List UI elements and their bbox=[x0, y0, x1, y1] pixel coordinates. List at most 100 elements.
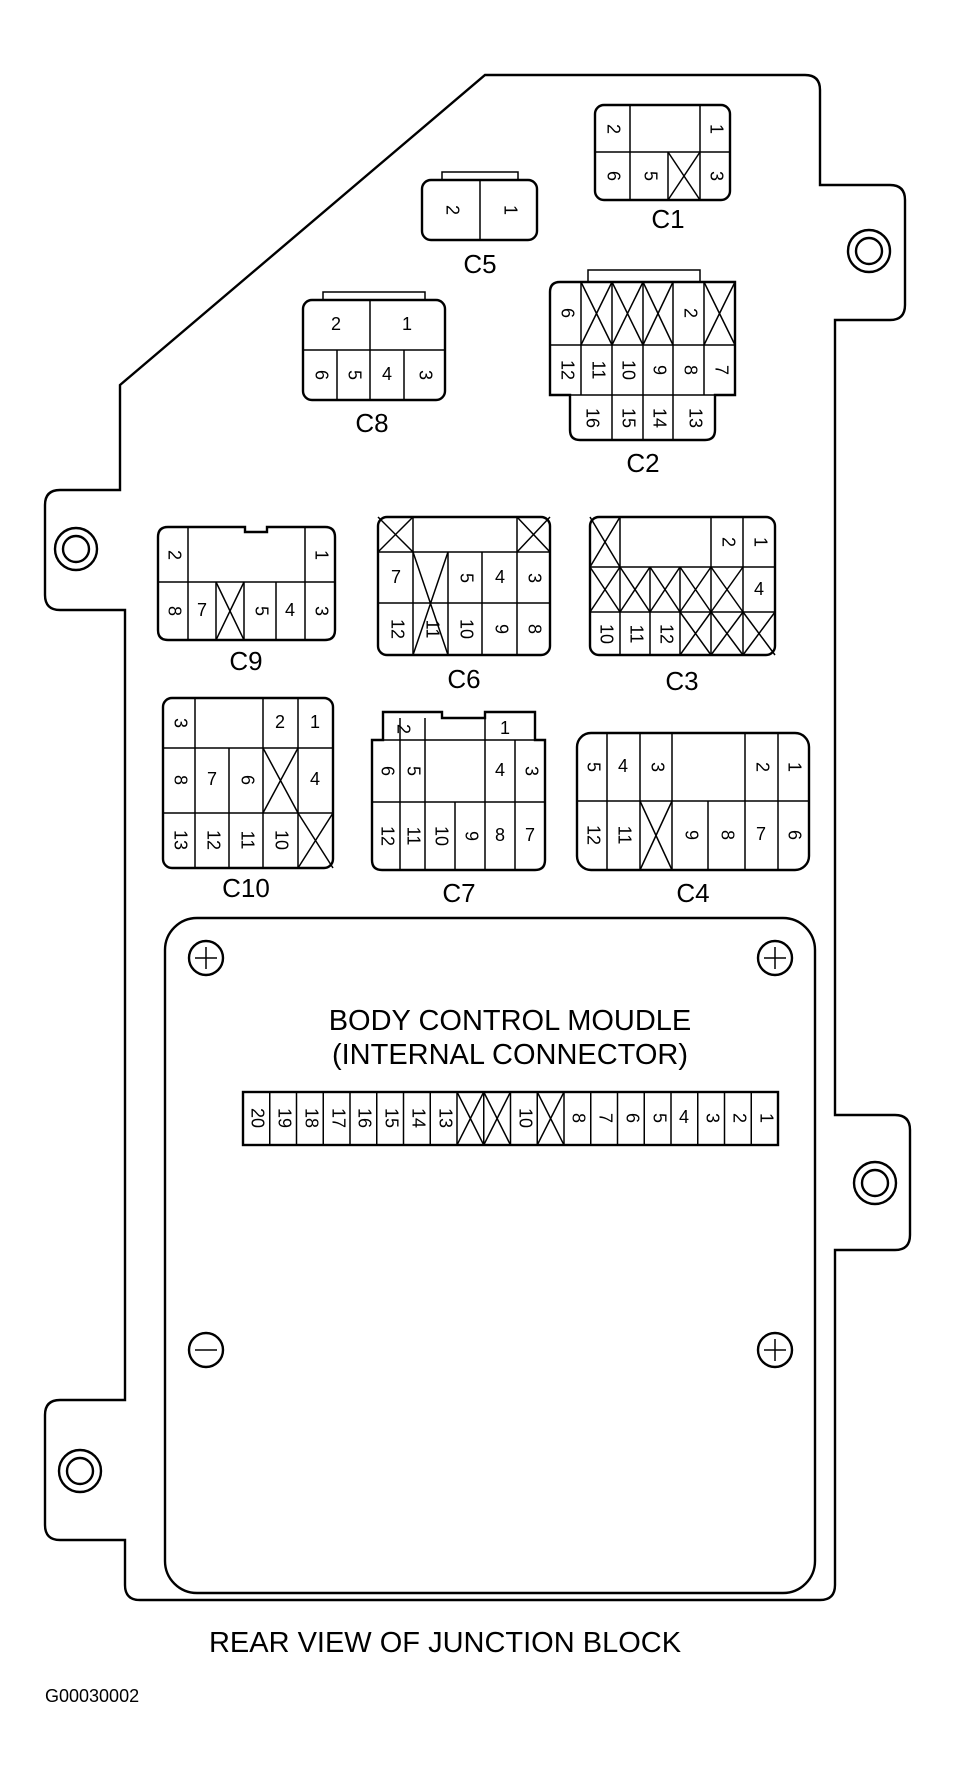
bcm-pin-13: 13 bbox=[435, 1108, 455, 1128]
c8-pin-1: 1 bbox=[402, 314, 412, 334]
c1-pin-3: 3 bbox=[706, 171, 726, 181]
c1-label: C1 bbox=[651, 204, 684, 234]
c7-pin-10: 10 bbox=[431, 826, 451, 846]
c10-pin-10: 10 bbox=[271, 830, 291, 850]
connector-c4: 5 4 3 2 1 12 11 9 8 7 6 C4 bbox=[575, 731, 811, 908]
connector-c7: 2 1 6 5 4 3 12 11 10 9 8 7 C7 bbox=[370, 710, 547, 908]
c4-pin-6: 6 bbox=[784, 830, 804, 840]
connector-c9: 2 1 8 7 5 4 3 C9 bbox=[156, 525, 337, 676]
c10-pin-6: 6 bbox=[237, 775, 257, 785]
c9-pin-1: 1 bbox=[311, 550, 331, 560]
c8-pin-2: 2 bbox=[331, 314, 341, 334]
c3-pin-12: 12 bbox=[656, 624, 676, 644]
bcm-internal-connector: 20 19 18 17 16 15 14 13 10 8 7 6 5 4 3 2… bbox=[241, 1090, 780, 1147]
c10-pin-3: 3 bbox=[170, 718, 190, 728]
bcm-pin-16: 16 bbox=[354, 1108, 374, 1128]
c10-label: C10 bbox=[222, 873, 270, 903]
c6-pin-5: 5 bbox=[456, 573, 476, 583]
c4-pin-9: 9 bbox=[681, 830, 701, 840]
c7-pin-1: 1 bbox=[500, 718, 510, 738]
c1-pin-2: 2 bbox=[603, 124, 623, 134]
screw-icon-bottom-right bbox=[756, 1331, 794, 1369]
c4-pin-5: 5 bbox=[583, 762, 603, 772]
c10-pin-7: 7 bbox=[207, 769, 217, 789]
c9-label: C9 bbox=[229, 646, 262, 676]
bcm-pin-4: 4 bbox=[679, 1107, 689, 1127]
c8-pin-3: 3 bbox=[415, 370, 435, 380]
c4-pin-2: 2 bbox=[752, 762, 772, 772]
c2-pin-14: 14 bbox=[649, 408, 669, 428]
c2-pin-12: 12 bbox=[557, 360, 577, 380]
c4-pin-1: 1 bbox=[784, 762, 804, 772]
c9-pin-3: 3 bbox=[311, 606, 331, 616]
c2-pin-15: 15 bbox=[618, 408, 638, 428]
mounting-hole-top-right bbox=[846, 228, 892, 274]
c4-pin-12: 12 bbox=[583, 825, 603, 845]
screw-icon-top-left bbox=[187, 939, 225, 977]
bcm-pin-20: 20 bbox=[247, 1108, 267, 1128]
c10-pin-1: 1 bbox=[310, 712, 320, 732]
c1-pin-1: 1 bbox=[706, 124, 726, 134]
c7-pin-11: 11 bbox=[403, 827, 423, 846]
mounting-hole-left-lower bbox=[57, 1448, 103, 1494]
c10-pin-12: 12 bbox=[203, 830, 223, 850]
c8-pin-6: 6 bbox=[311, 370, 331, 380]
c6-pin-9: 9 bbox=[491, 624, 511, 634]
c7-pin-2: 2 bbox=[393, 724, 413, 734]
c6-pin-11: 11 bbox=[422, 620, 442, 639]
bcm-pin-7: 7 bbox=[595, 1113, 615, 1123]
connector-c3: 2 1 4 10 11 12 C3 bbox=[588, 515, 777, 696]
c10-pin-4: 4 bbox=[310, 769, 320, 789]
c3-pin-2: 2 bbox=[718, 537, 738, 547]
c3-pin-1: 1 bbox=[750, 537, 770, 547]
c2-label: C2 bbox=[626, 448, 659, 478]
mounting-hole-right-lower bbox=[852, 1160, 898, 1206]
c6-pin-10: 10 bbox=[456, 619, 476, 639]
c2-pin-13: 13 bbox=[685, 408, 705, 428]
bcm-panel: BODY CONTROL MOUDLE (INTERNAL CONNECTOR) bbox=[163, 916, 817, 1595]
bcm-pin-17: 17 bbox=[328, 1108, 348, 1128]
screw-icon-top-right bbox=[756, 939, 794, 977]
bcm-subtitle: (INTERNAL CONNECTOR) bbox=[332, 1039, 688, 1071]
c1-pin-6: 6 bbox=[603, 171, 623, 181]
c4-pin-4: 4 bbox=[618, 756, 628, 776]
bcm-pin-10: 10 bbox=[515, 1108, 535, 1128]
c7-pin-7: 7 bbox=[525, 825, 535, 845]
bcm-pin-1: 1 bbox=[756, 1113, 776, 1123]
c10-pin-11: 11 bbox=[237, 831, 257, 850]
c1-pin-5: 5 bbox=[640, 171, 660, 181]
bcm-pin-5: 5 bbox=[649, 1113, 669, 1123]
c4-pin-8: 8 bbox=[717, 830, 737, 840]
c2-pin-8: 8 bbox=[680, 365, 700, 375]
connector-c8: 2 1 6 5 4 3 C8 bbox=[301, 291, 447, 438]
c10-pin-13: 13 bbox=[170, 830, 190, 850]
c6-pin-4: 4 bbox=[495, 567, 505, 587]
c10-pin-2: 2 bbox=[275, 712, 285, 732]
c8-pin-5: 5 bbox=[344, 370, 364, 380]
c7-pin-12: 12 bbox=[377, 826, 397, 846]
figure-id: G00030002 bbox=[45, 1686, 139, 1706]
c7-pin-3: 3 bbox=[521, 766, 541, 776]
c8-label: C8 bbox=[355, 408, 388, 438]
c9-pin-2: 2 bbox=[164, 550, 184, 560]
screw-icon-bottom-left bbox=[187, 1331, 225, 1369]
c3-pin-10: 10 bbox=[596, 624, 616, 644]
connector-c6: 7 5 4 3 12 11 10 9 8 C6 bbox=[376, 515, 552, 694]
c9-pin-7: 7 bbox=[197, 600, 207, 620]
c3-label: C3 bbox=[665, 666, 698, 696]
bcm-pin-18: 18 bbox=[301, 1108, 321, 1128]
mounting-hole-left-upper bbox=[53, 526, 99, 572]
c4-pin-3: 3 bbox=[647, 762, 667, 772]
c6-pin-12: 12 bbox=[387, 619, 407, 639]
connector-c1: 2 6 5 1 3 C1 bbox=[593, 103, 732, 234]
connector-c5: 2 1 C5 bbox=[420, 171, 539, 279]
c9-pin-5: 5 bbox=[251, 606, 271, 616]
c2-pin-9: 9 bbox=[649, 365, 669, 375]
bcm-pin-3: 3 bbox=[702, 1113, 722, 1123]
c7-label: C7 bbox=[442, 878, 475, 908]
c7-pin-6: 6 bbox=[377, 766, 397, 776]
c2-pin-7: 7 bbox=[711, 365, 731, 375]
c6-label: C6 bbox=[447, 664, 480, 694]
c7-pin-5: 5 bbox=[403, 766, 423, 776]
